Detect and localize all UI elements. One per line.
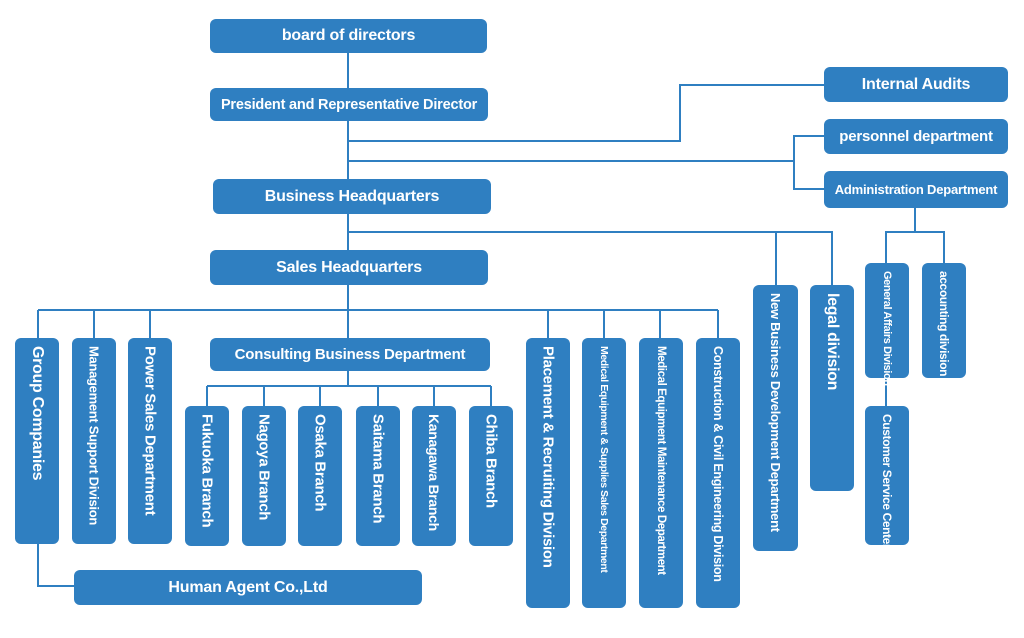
fukuoka-branch-box: Fukuoka Branch [185, 406, 229, 546]
construction-civil-engineering-box: Construction & Civil Engineering Divisio… [696, 338, 740, 608]
chiba-branch-label: Chiba Branch [482, 414, 500, 508]
accounting-division-label: accounting division [937, 271, 951, 377]
kanagawa-branch-box: Kanagawa Branch [412, 406, 456, 546]
medical-equipment-supplies-sales-box: Medical Equipment & Supplies Sales Depar… [582, 338, 626, 608]
saitama-branch-box: Saitama Branch [356, 406, 400, 546]
accounting-division-box: accounting division [922, 263, 966, 378]
nagoya-branch-label: Nagoya Branch [255, 414, 273, 521]
administration-department-box: Administration Department [824, 171, 1008, 208]
fukuoka-branch-label: Fukuoka Branch [198, 414, 216, 528]
sales-headquarters-box: Sales Headquarters [210, 250, 488, 285]
legal-division-label: legal division [824, 293, 841, 391]
general-affairs-division-label: General Affairs Division [881, 271, 893, 386]
new-business-development-box: New Business Development Department [753, 285, 798, 551]
chiba-branch-box: Chiba Branch [469, 406, 513, 546]
medical-equipment-maintenance-label: Medical Equipment Maintenance Department [655, 346, 667, 575]
president-box: President and Representative Director [210, 88, 488, 121]
kanagawa-branch-label: Kanagawa Branch [426, 414, 442, 531]
consulting-business-department-box: Consulting Business Department [210, 338, 490, 371]
construction-civil-engineering-label: Construction & Civil Engineering Divisio… [711, 346, 725, 582]
group-companies-box: Group Companies [15, 338, 59, 544]
medical-equipment-maintenance-box: Medical Equipment Maintenance Department [639, 338, 683, 608]
legal-division-box: legal division [810, 285, 854, 491]
power-sales-department-label: Power Sales Department [141, 346, 159, 516]
management-support-division-label: Management Support Division [86, 346, 102, 525]
new-business-development-label: New Business Development Department [768, 293, 783, 532]
management-support-division-box: Management Support Division [72, 338, 116, 544]
group-companies-label: Group Companies [29, 346, 46, 481]
business-headquarters-box: Business Headquarters [213, 179, 491, 214]
power-sales-department-box: Power Sales Department [128, 338, 172, 544]
osaka-branch-label: Osaka Branch [311, 414, 329, 512]
general-affairs-division-box: General Affairs Division [865, 263, 909, 386]
board-of-directors-box: board of directors [210, 19, 487, 53]
internal-audits-box: Internal Audits [824, 67, 1008, 102]
osaka-branch-box: Osaka Branch [298, 406, 342, 546]
placement-recruiting-division-label: Placement & Recruiting Division [539, 346, 557, 568]
personnel-department-box: personnel department [824, 119, 1008, 154]
customer-service-center-box: Customer Service Center [865, 406, 909, 549]
human-agent-box: Human Agent Co.,Ltd [74, 570, 422, 605]
placement-recruiting-division-box: Placement & Recruiting Division [526, 338, 570, 608]
saitama-branch-label: Saitama Branch [369, 414, 387, 524]
nagoya-branch-box: Nagoya Branch [242, 406, 286, 546]
customer-service-center-label: Customer Service Center [880, 414, 894, 549]
medical-equipment-supplies-sales-label: Medical Equipment & Supplies Sales Depar… [598, 346, 610, 573]
